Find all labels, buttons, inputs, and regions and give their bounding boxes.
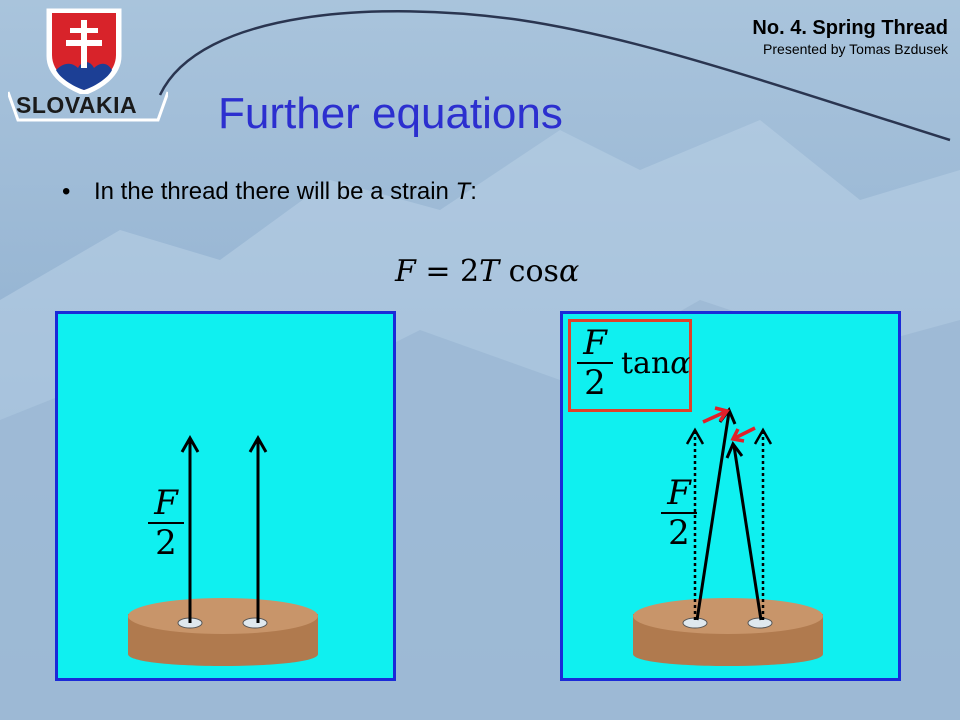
force-arrow-right [248, 434, 268, 623]
bullet-end: : [470, 178, 477, 205]
base-disc [128, 598, 318, 666]
hole-right [242, 617, 268, 629]
equation-alpha: α [558, 254, 580, 289]
tan-expression: tanα [621, 346, 691, 381]
red-arrow-right [730, 426, 756, 443]
right-diagram [633, 406, 823, 666]
main-equation: F = 2T cosα [395, 252, 579, 292]
right-fraction: F 2 [661, 474, 697, 552]
slovakia-logo: SLOVAKIA [8, 4, 168, 124]
bullet-variable: T [455, 178, 471, 205]
coat-of-arms-icon [46, 8, 122, 94]
equation-cos: cos [499, 254, 559, 289]
tan-alpha: α [670, 346, 691, 381]
left-fraction-numerator: F [154, 483, 178, 523]
base-disc [633, 598, 823, 666]
box-fraction-denominator: 2 [577, 362, 613, 402]
tilted-thread-right [725, 441, 763, 621]
equation-var-t: T [479, 254, 500, 289]
left-fraction: F 2 [148, 484, 184, 562]
presentation-header: No. 4. Spring Thread Presented by Tomas … [752, 16, 948, 58]
logo-swoosh [8, 91, 168, 122]
bullet-text: In the thread there will be a strain [94, 178, 456, 205]
left-diagram [128, 434, 318, 666]
logo-country-label: SLOVAKIA [16, 92, 138, 118]
bullet-icon: • [62, 178, 71, 205]
right-fraction-denominator: 2 [661, 512, 697, 552]
dotted-vertical-left [685, 427, 705, 620]
red-arrow-left [702, 406, 730, 424]
bullet-item: • In the thread there will be a strain T: [62, 177, 477, 207]
equation-eq: = 2 [415, 254, 480, 289]
right-diagram-panel: F 2 tanα F 2 [560, 311, 901, 681]
right-fraction-numerator: F [667, 473, 691, 513]
presenter-credit: Presented by Tomas Bzdusek [763, 41, 948, 57]
presentation-title: No. 4. Spring Thread [752, 17, 948, 39]
dotted-vertical-right [753, 427, 773, 620]
equation-lhs: F [395, 254, 416, 289]
tan-component-box: F 2 tanα [568, 319, 692, 412]
left-diagram-panel: F 2 [55, 311, 396, 681]
box-fraction: F 2 [577, 324, 613, 402]
left-fraction-denominator: 2 [148, 522, 184, 562]
box-fraction-numerator: F [583, 323, 607, 363]
tan-label: tan [621, 346, 671, 381]
force-arrow-left [180, 434, 200, 623]
slide-title: Further equations [218, 89, 563, 138]
